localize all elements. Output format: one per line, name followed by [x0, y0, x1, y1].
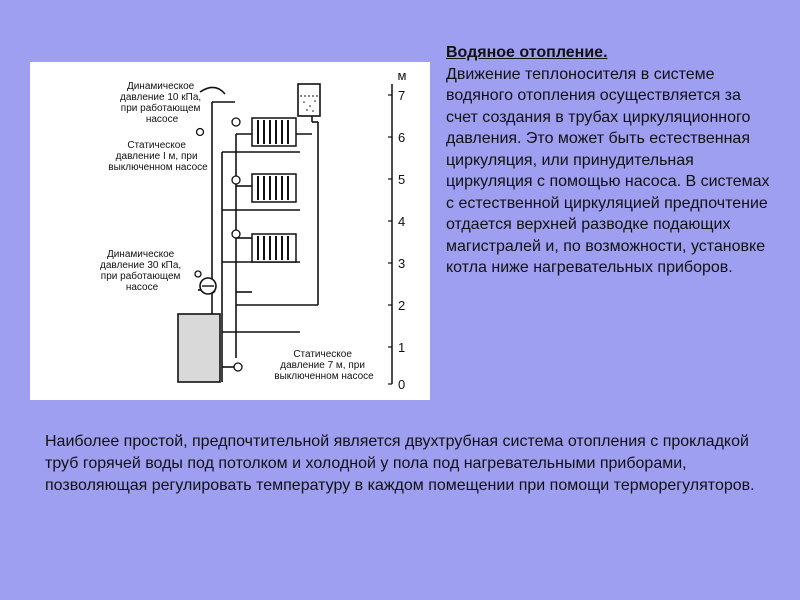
label-dynamic-top: Динамическое давление 10 кПа, при работа… — [120, 81, 204, 125]
bottom-paragraph: Наиболее простой, предпочтительной являе… — [45, 433, 755, 494]
side-description: Водяное отопление. Движение теплоносител… — [446, 42, 776, 279]
heating-diagram: Динамическое давление 10 кПа, при работа… — [30, 62, 430, 400]
label-static-bottom: Статическое давление 7 м, при выключенно… — [274, 349, 374, 382]
scale-tick-4: 4 — [398, 214, 405, 229]
pump-icon — [199, 277, 217, 295]
label-dynamic-bottom: Динамическое давление 30 кПа, при работа… — [100, 249, 184, 293]
radiator-middle — [251, 173, 297, 203]
label-static-top: Статическое давление I м, при выключенно… — [108, 140, 208, 173]
expansion-tank — [297, 83, 321, 117]
height-scale: м 7 6 5 4 3 2 1 0 — [388, 68, 407, 392]
side-title: Водяное отопление. — [446, 44, 608, 61]
boiler — [177, 313, 221, 383]
heating-diagram-svg: Динамическое давление 10 кПа, при работа… — [100, 68, 407, 392]
scale-tick-7: 7 — [398, 88, 405, 103]
side-body: Движение теплоносителя в системе водяног… — [446, 65, 770, 277]
scale-tick-3: 3 — [398, 256, 405, 271]
radiator-top — [251, 117, 297, 147]
scale-unit: м — [398, 68, 407, 83]
scale-tick-2: 2 — [398, 298, 405, 313]
scale-tick-0: 0 — [398, 377, 405, 392]
scale-tick-5: 5 — [398, 172, 405, 187]
radiator-bottom — [251, 233, 297, 263]
scale-tick-1: 1 — [398, 340, 405, 355]
scale-tick-6: 6 — [398, 130, 405, 145]
